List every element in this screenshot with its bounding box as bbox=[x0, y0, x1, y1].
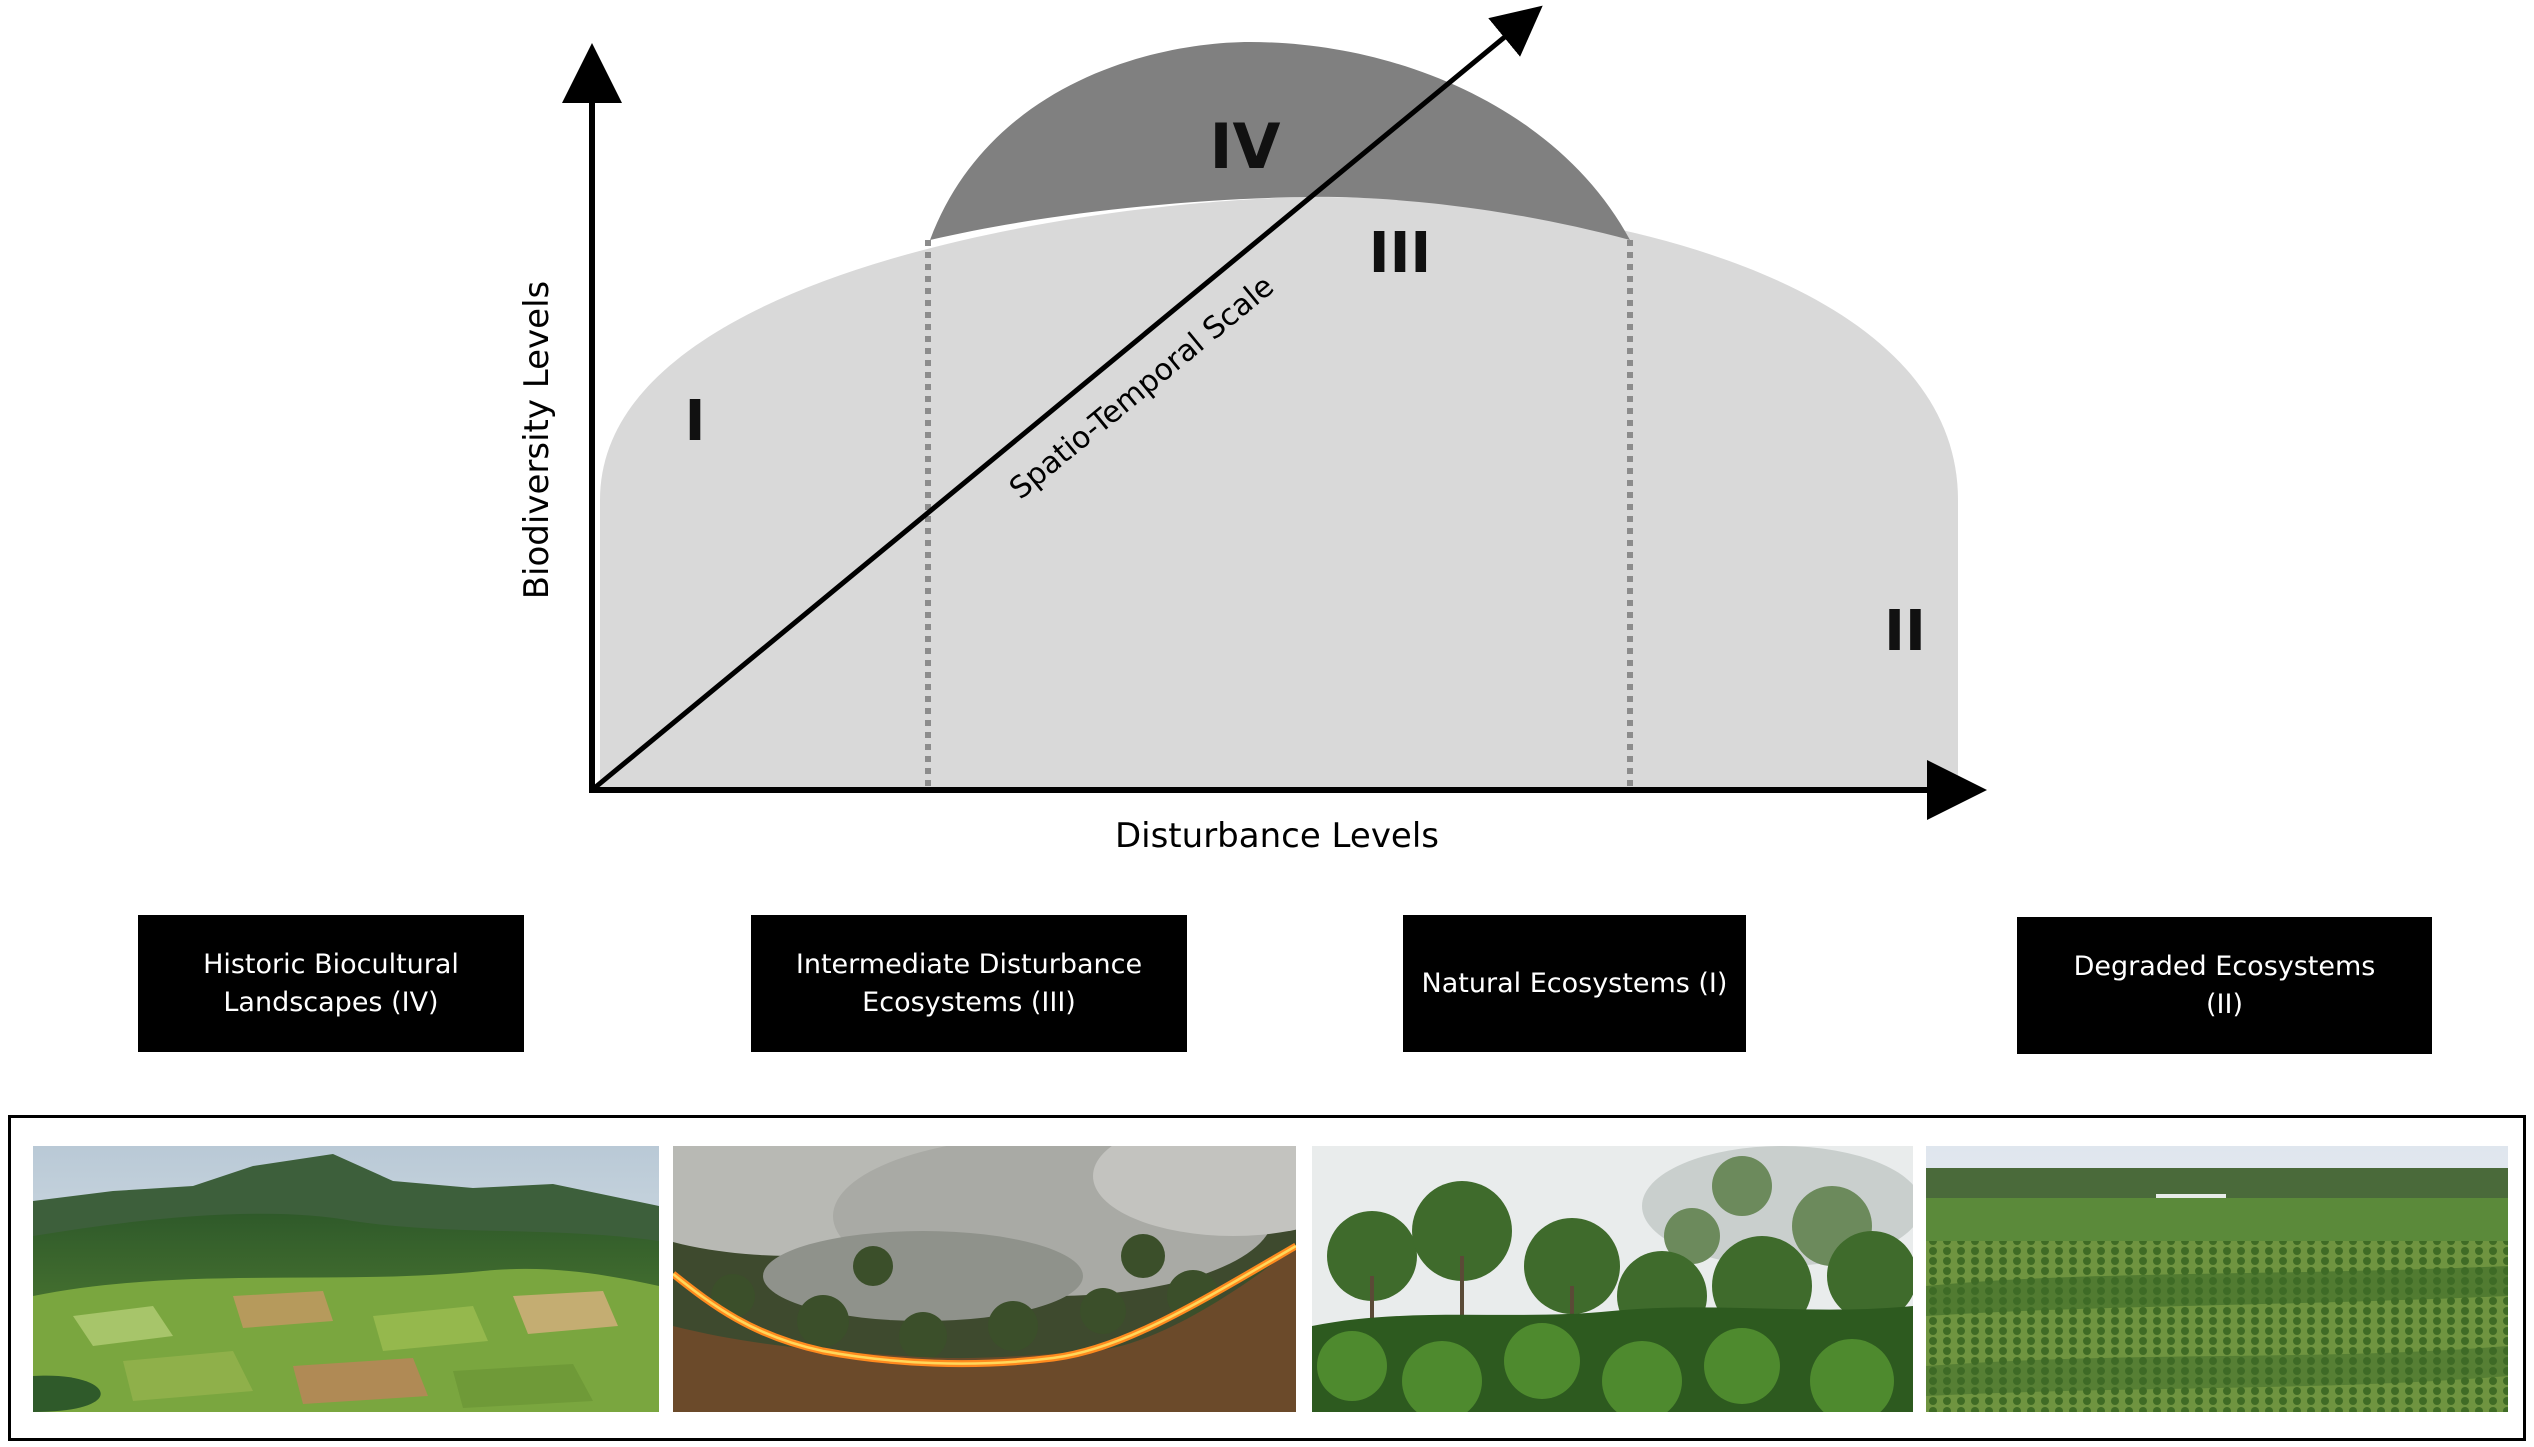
box-line: Degraded Ecosystems bbox=[2073, 950, 2376, 982]
degraded-ecosystems-box: Degraded Ecosystems (II) bbox=[2017, 917, 2432, 1054]
box-line: Ecosystems (III) bbox=[862, 986, 1076, 1018]
forest-fire-photo bbox=[673, 1146, 1296, 1412]
spatio-temporal-arrow bbox=[590, 5, 1543, 792]
zone-label-iii: III bbox=[1369, 221, 1432, 286]
historic-biocultural-region bbox=[930, 42, 1630, 240]
zone-label-i: I bbox=[685, 389, 706, 454]
y-axis-label: Biodiversity Levels bbox=[517, 281, 557, 600]
misty-rainforest-photo bbox=[1312, 1146, 1913, 1412]
disturbance-biodiversity-diagram: Disturbance Levels Biodiversity Levels S… bbox=[517, 5, 1987, 856]
zone-label-iv: IV bbox=[1209, 110, 1280, 183]
box-line: Landscapes (IV) bbox=[223, 986, 439, 1018]
photo-strip-frame bbox=[8, 1115, 2526, 1441]
zone-label-ii: II bbox=[1884, 599, 1926, 664]
box-line: (II) bbox=[2205, 988, 2243, 1020]
box-line: Natural Ecosystems (I) bbox=[1421, 967, 1728, 999]
box-line: Historic Biocultural bbox=[203, 948, 459, 980]
x-axis-label: Disturbance Levels bbox=[1115, 816, 1439, 856]
intermediate-disturbance-ecosystems-box: Intermediate Disturbance Ecosystems (III… bbox=[751, 915, 1187, 1052]
natural-ecosystems-box: Natural Ecosystems (I) bbox=[1403, 915, 1746, 1052]
box-line: Intermediate Disturbance bbox=[795, 948, 1143, 980]
historic-biocultural-landscapes-box: Historic Biocultural Landscapes (IV) bbox=[138, 915, 524, 1052]
palm-oil-plantation-photo bbox=[1926, 1146, 2508, 1412]
mountain-agricultural-landscape-photo bbox=[33, 1146, 659, 1412]
outer-biodiversity-region bbox=[600, 197, 1958, 787]
